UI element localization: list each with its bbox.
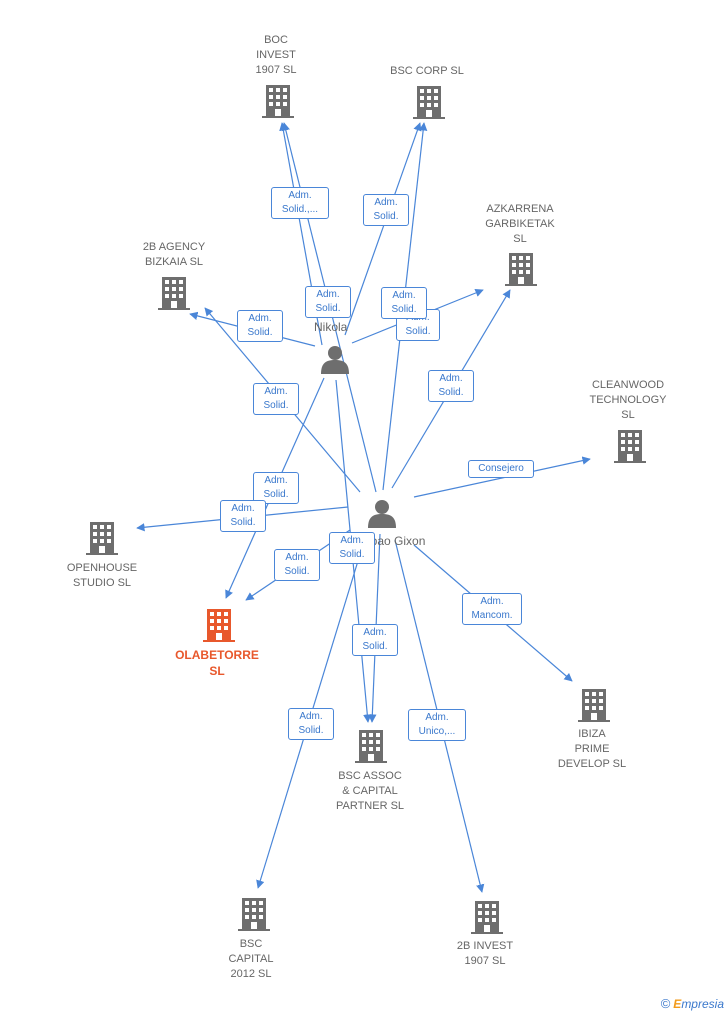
edge-label-e7: Adm. Solid. [253,383,299,415]
edge-label-e15: Adm. Solid. [352,624,398,656]
company-label-cleanwood[interactable]: CLEANWOOD TECHNOLOGY SL [589,379,667,421]
edge-label-e8: Adm. Solid. [428,370,474,402]
edge-label-e12: Adm. Solid. [329,532,375,564]
company-label-ibiza[interactable]: IBIZA PRIME DEVELOP SL [557,728,627,770]
brand-name: mpresia [681,997,724,1011]
building-icon-azkarrena[interactable] [505,253,537,286]
brand-footer[interactable]: ©Empresia [661,996,724,1011]
company-label-bsc-capital[interactable]: BSC CAPITAL 2012 SL [228,938,274,980]
person-icon-gixon[interactable] [368,500,396,528]
edge-label-e13: Adm. Solid. [274,549,320,581]
company-label-bsc-assoc[interactable]: BSC ASSOC & CAPITAL PARTNER SL [335,770,405,812]
company-label-boc-invest[interactable]: BOC INVEST 1907 SL [255,34,297,76]
edge-p1-bsc-corp [344,122,422,336]
building-icon-boc-invest[interactable] [262,85,294,118]
edge-label-e17: Adm. Unico,... [408,709,466,741]
edge-label-e11: Adm. Solid. [220,500,266,532]
edge-p2-cleanwood [413,456,591,498]
edge-label-e9: Consejero [468,460,534,478]
company-label-azkarrena[interactable]: AZKARRENA GARBIKETAK SL [485,203,555,245]
person-label-nikola[interactable]: Nikola [314,320,348,334]
edge-label-e2: Adm. Solid. [363,194,409,226]
building-icon-olabetorre[interactable] [203,609,235,642]
building-icon-cleanwood[interactable] [614,430,646,463]
edge-label-e16: Adm. Solid. [288,708,334,740]
edge-label-e4: Adm. Solid. [305,286,351,318]
edge-label-e3: Adm. Solid. [237,310,283,342]
company-label-olabetorre[interactable]: OLABETORRE SL [175,648,259,678]
brand-initial: E [673,997,682,1011]
company-label-openhouse[interactable]: OPENHOUSE STUDIO SL [66,562,138,589]
building-icon-ibiza[interactable] [578,689,610,722]
edge-label-e14: Adm. Mancom. [462,593,522,625]
building-icon-openhouse[interactable] [86,522,118,555]
company-label-agency-bizkaia[interactable]: 2B AGENCY BIZKAIA SL [142,241,206,268]
copyright-icon: © [660,996,671,1011]
building-icon-bsc-assoc[interactable] [355,730,387,763]
building-icon-2b-invest[interactable] [471,901,503,934]
edge-label-e6: Adm. Solid. [381,287,427,319]
building-icon-bsc-corp[interactable] [413,86,445,119]
edge-label-e10: Adm. Solid. [253,472,299,504]
persons [321,346,396,528]
building-icon-agency-bizkaia[interactable] [158,277,190,310]
edge-label-e1: Adm. Solid.,... [271,187,329,219]
company-label-bsc-corp[interactable]: BSC CORP SL [390,65,464,77]
company-label-2b-invest[interactable]: 2B INVEST 1907 SL [456,940,514,967]
person-icon-nikola[interactable] [321,346,349,374]
building-icon-bsc-capital[interactable] [238,898,270,931]
